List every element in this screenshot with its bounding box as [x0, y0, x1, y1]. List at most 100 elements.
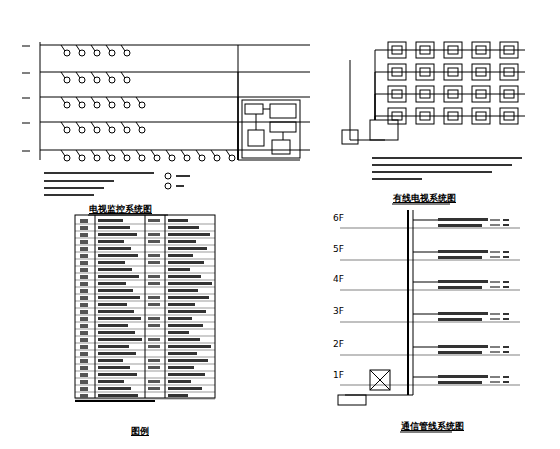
- text-bar: [80, 240, 88, 244]
- text-bar: [80, 275, 88, 279]
- line-stroke: [490, 220, 500, 221]
- line-stroke: [91, 45, 95, 51]
- text-bar: [503, 224, 509, 226]
- line-stroke: [490, 282, 500, 283]
- text-bar: [438, 224, 482, 227]
- line-stroke: [370, 370, 390, 390]
- text-bar: [503, 376, 509, 378]
- line-stroke: [75, 336, 215, 337]
- text-bar: [438, 375, 488, 378]
- rect-stroke: [504, 112, 514, 120]
- camera-symbol: [79, 155, 85, 161]
- line-stroke: [375, 94, 376, 120]
- camera-symbol: [139, 127, 145, 133]
- rect-stroke: [504, 68, 514, 76]
- line-stroke: [181, 150, 185, 156]
- line-stroke: [121, 150, 125, 156]
- line-stroke: [76, 150, 80, 156]
- text-bar: [503, 219, 509, 221]
- rect-stroke: [476, 90, 486, 98]
- text-bar: [168, 296, 209, 299]
- text-bar: [80, 373, 88, 377]
- line-stroke: [91, 150, 95, 156]
- text-bar: [503, 346, 509, 348]
- text-bar: [168, 352, 197, 355]
- line-stroke: [375, 50, 376, 120]
- line-stroke: [95, 215, 96, 398]
- text-bar: [438, 250, 488, 253]
- text-bar: [98, 394, 138, 397]
- rect-stroke: [416, 42, 434, 58]
- line-stroke: [490, 252, 500, 253]
- rect-stroke: [270, 122, 296, 132]
- camera-symbol: [109, 77, 115, 83]
- line-stroke: [75, 350, 215, 351]
- camera-symbol: [79, 102, 85, 108]
- rect-stroke: [500, 42, 518, 58]
- line-stroke: [490, 377, 500, 378]
- line-stroke: [375, 50, 525, 51]
- text-bar: [80, 338, 88, 342]
- text-bar: [80, 387, 88, 391]
- line-stroke: [75, 385, 215, 386]
- floor-label: 3F: [332, 307, 345, 316]
- text-bar: [148, 366, 160, 369]
- camera-symbol: [229, 155, 235, 161]
- text-bar: [503, 256, 509, 258]
- text-bar: [148, 338, 160, 341]
- text-bar: [168, 268, 190, 271]
- panel-title: 图例: [130, 427, 150, 436]
- line-stroke: [238, 160, 300, 161]
- text-bar: [168, 373, 205, 376]
- rect-stroke: [388, 86, 406, 102]
- floor-label: 4F: [332, 275, 345, 284]
- line-stroke: [106, 72, 110, 78]
- rect-stroke: [444, 64, 462, 80]
- text-bar: [372, 178, 422, 180]
- line-stroke: [75, 245, 215, 246]
- rect-stroke: [500, 108, 518, 124]
- rect-stroke: [420, 112, 430, 120]
- text-bar: [503, 351, 509, 353]
- line-stroke: [22, 123, 30, 124]
- text-bar: [148, 380, 160, 383]
- text-bar: [98, 317, 141, 320]
- circle-stroke: [165, 173, 171, 179]
- line-stroke: [40, 97, 310, 98]
- rect-stroke: [392, 112, 402, 120]
- text-bar: [98, 303, 127, 306]
- text-bar: [148, 359, 160, 362]
- camera-symbol: [109, 127, 115, 133]
- text-bar: [98, 226, 130, 229]
- text-bar: [80, 303, 88, 307]
- line-stroke: [413, 347, 438, 348]
- line-stroke: [413, 210, 414, 395]
- rect-stroke: [476, 68, 486, 76]
- text-bar: [438, 218, 488, 221]
- text-bar: [98, 296, 140, 299]
- rect-stroke: [416, 108, 434, 124]
- camera-symbol: [124, 50, 130, 56]
- line-stroke: [238, 72, 239, 160]
- line-stroke: [75, 259, 215, 260]
- rect-stroke: [472, 64, 490, 80]
- text-bar: [80, 247, 88, 251]
- rect-stroke: [420, 90, 430, 98]
- text-bar: [168, 289, 198, 292]
- text-bar: [168, 338, 200, 341]
- text-bar: [148, 282, 160, 285]
- camera-symbol: [79, 50, 85, 56]
- text-bar: [168, 394, 188, 397]
- line-stroke: [75, 343, 215, 344]
- rect-stroke: [388, 42, 406, 58]
- text-bar: [98, 331, 135, 334]
- camera-symbol: [64, 155, 70, 161]
- line-stroke: [136, 122, 140, 128]
- text-bar: [148, 219, 160, 222]
- rect-stroke: [338, 395, 366, 405]
- line-stroke: [40, 72, 310, 73]
- rect-stroke: [270, 104, 296, 118]
- text-bar: [148, 324, 160, 327]
- line-stroke: [91, 97, 95, 103]
